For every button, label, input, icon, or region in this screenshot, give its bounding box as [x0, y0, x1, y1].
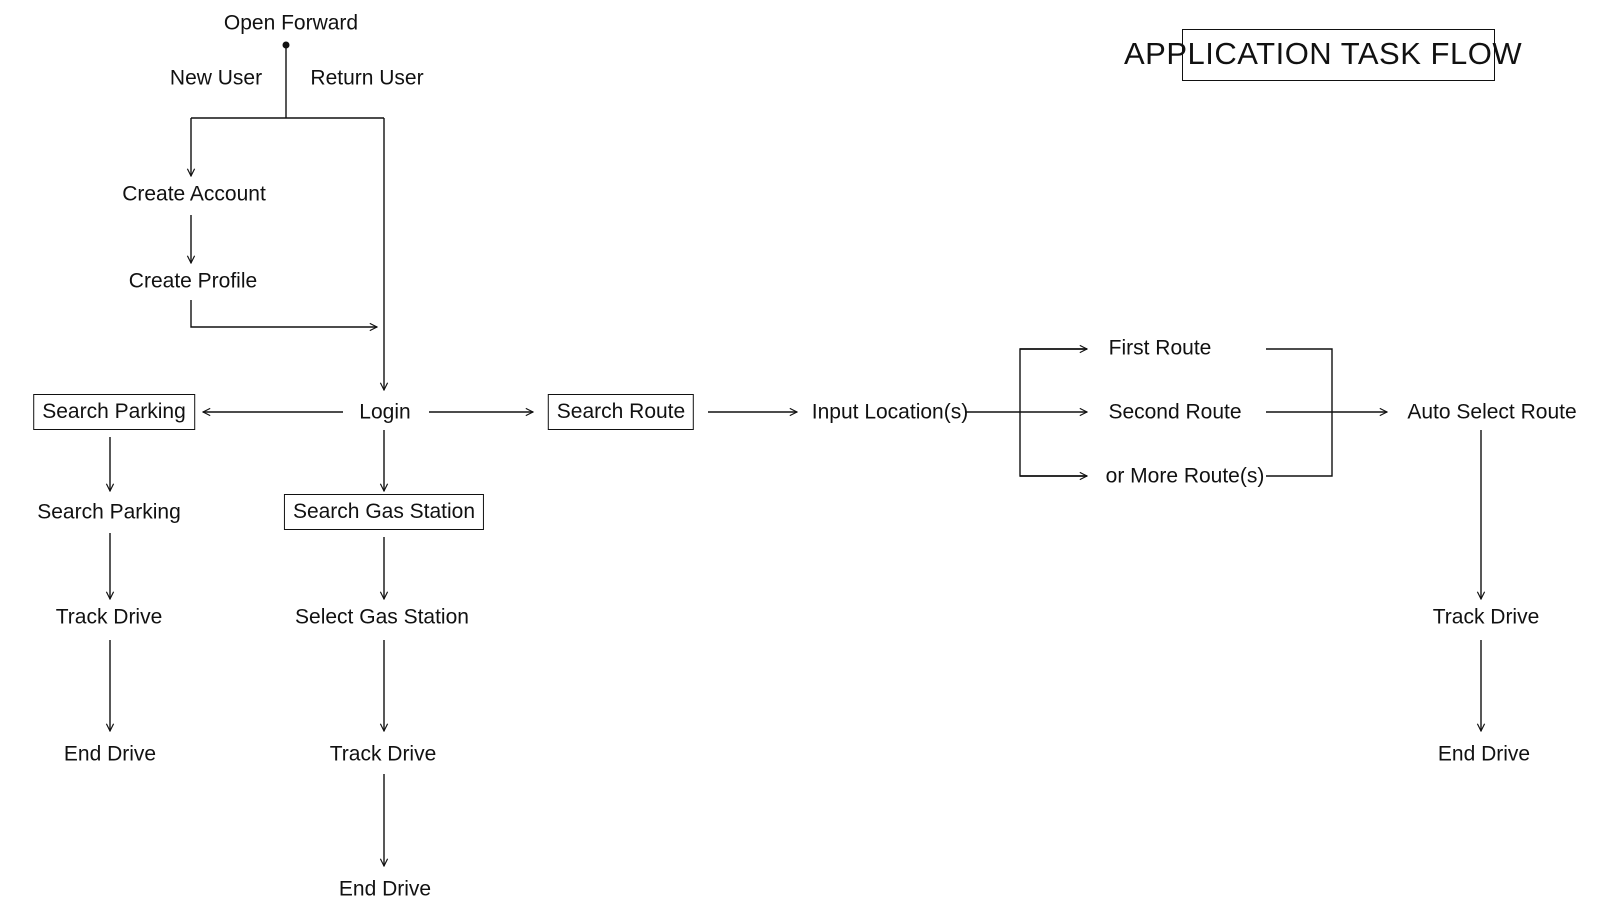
node-first-route: First Route	[1108, 336, 1212, 360]
node-end-drive-gas: End Drive	[338, 877, 432, 901]
arrow-profile-to-login	[190, 300, 377, 327]
node-new-user: New User	[169, 66, 263, 90]
node-end-drive-route: End Drive	[1437, 742, 1531, 766]
node-input-locations: Input Location(s)	[811, 400, 969, 424]
node-track-drive-gas: Track Drive	[329, 742, 437, 766]
node-track-drive-parking: Track Drive	[55, 605, 163, 629]
node-search-route: Search Route	[547, 394, 695, 430]
node-login: Login	[359, 400, 411, 424]
node-select-gas-station: Select Gas Station	[295, 605, 469, 629]
node-create-profile: Create Profile	[128, 269, 258, 293]
diagram-title: APPLICATION TASK FLOW	[1124, 36, 1523, 71]
node-return-user: Return User	[310, 66, 424, 90]
node-second-route: Second Route	[1108, 400, 1242, 424]
node-search-parking-box: Search Parking	[33, 394, 195, 430]
title-frame	[1182, 29, 1495, 81]
node-open-forward: Open Forward	[223, 11, 359, 35]
node-end-drive-parking: End Drive	[63, 742, 157, 766]
node-create-account: Create Account	[122, 182, 266, 206]
node-track-drive-route: Track Drive	[1432, 605, 1540, 629]
node-more-routes: or More Route(s)	[1105, 464, 1265, 488]
node-search-parking: Search Parking	[37, 500, 181, 524]
node-auto-select-route: Auto Select Route	[1407, 400, 1577, 424]
node-search-gas-station: Search Gas Station	[283, 494, 485, 530]
